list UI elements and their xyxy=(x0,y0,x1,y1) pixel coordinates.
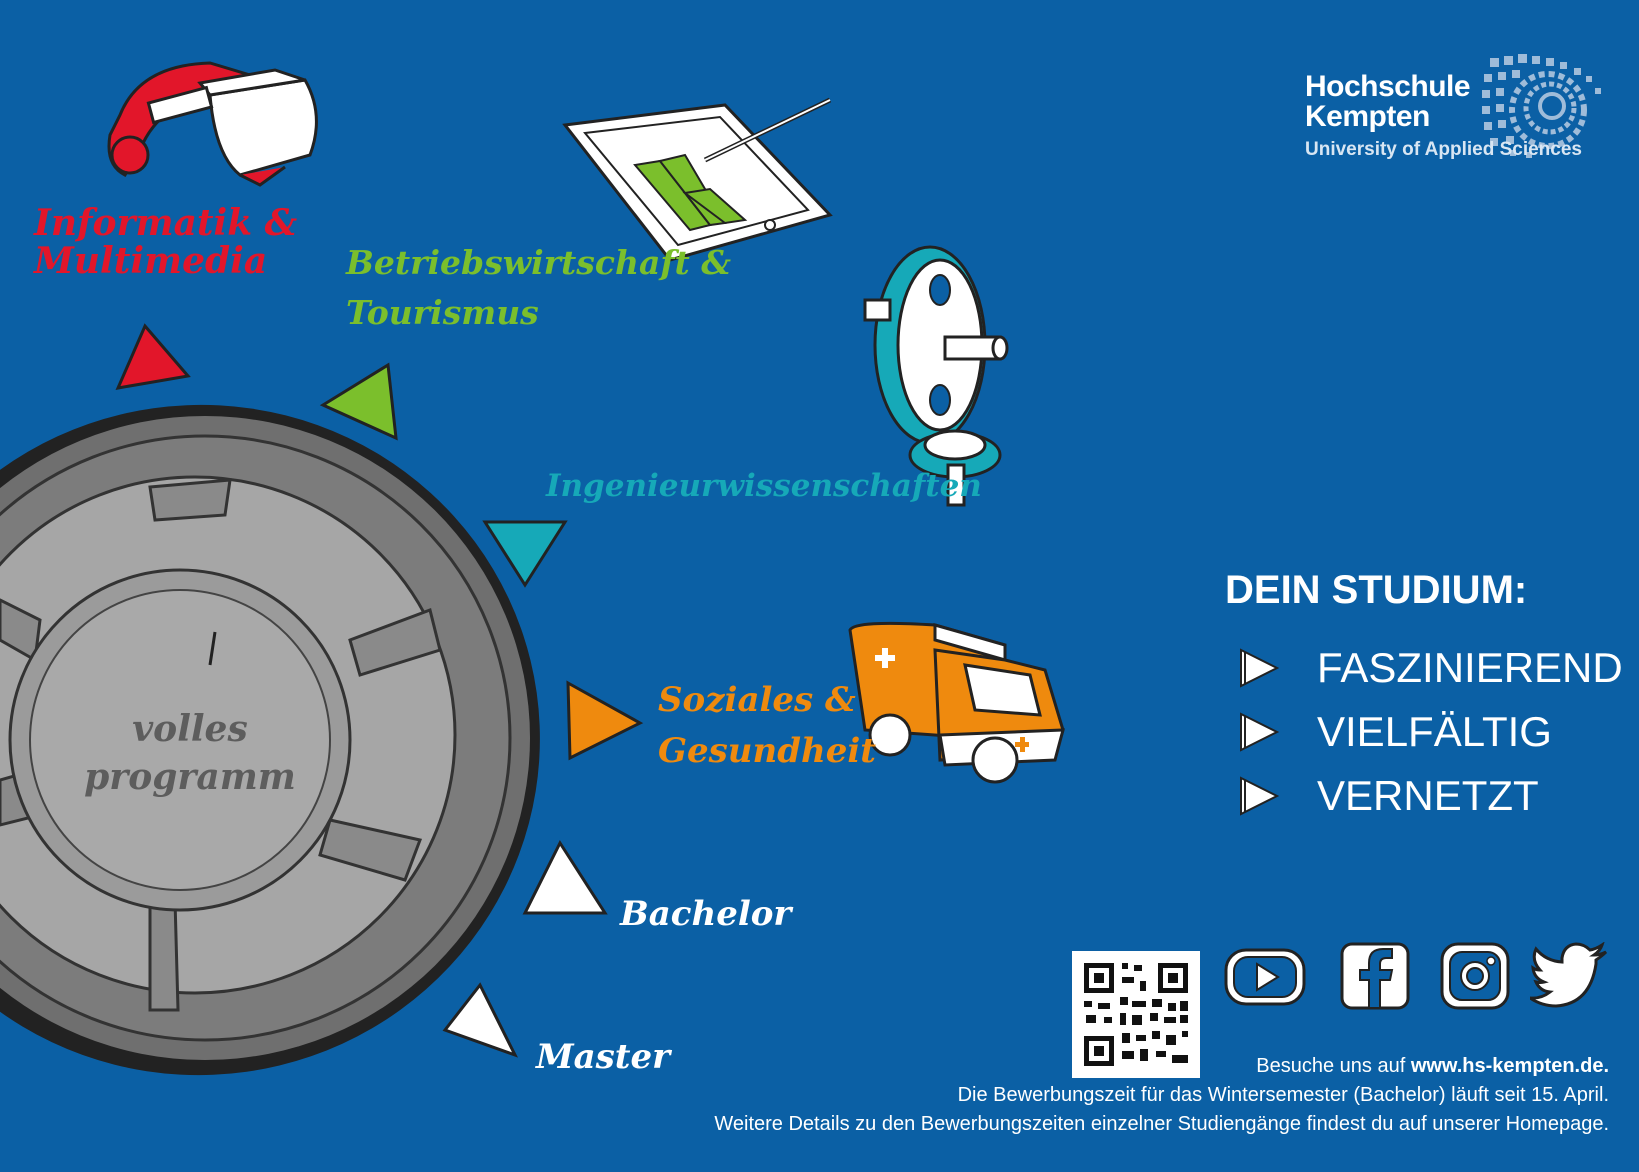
triangle-informatik xyxy=(115,323,191,390)
logo-subtitle: University of Applied Sciences xyxy=(1305,139,1582,160)
category-informatik[interactable]: Informatik & Multimedia xyxy=(34,202,298,282)
logo-name-line1: Hochschule xyxy=(1305,70,1471,103)
category-bwl-line2: Tourismus xyxy=(346,292,539,332)
footer-website-link[interactable]: www.hs-kempten.de. xyxy=(1410,1055,1609,1077)
logo-name-line2: Kempten xyxy=(1305,100,1430,133)
twitter-icon[interactable] xyxy=(1530,942,1610,1008)
feature-label: VIELFÄLTIG xyxy=(1317,708,1552,755)
feature-label: FASZINIEREND xyxy=(1317,644,1623,691)
footer-visit-prefix: Besuche uns auf xyxy=(1256,1055,1411,1077)
footer-visit: Besuche uns auf www.hs-kempten.de. xyxy=(714,1052,1609,1081)
footer: Besuche uns auf www.hs-kempten.de. Die B… xyxy=(714,1052,1609,1139)
category-bwl-line1: Betriebswirtschaft & xyxy=(346,243,732,282)
feature-item: FASZINIEREND xyxy=(1235,644,1623,692)
youtube-icon[interactable] xyxy=(1222,946,1308,1008)
category-soziales-line1: Soziales & xyxy=(658,680,856,720)
triangle-bullet-icon xyxy=(1240,648,1280,688)
feature-item: VIELFÄLTIG xyxy=(1235,708,1552,756)
category-bachelor-line1: Bachelor xyxy=(620,894,792,934)
feature-item: VERNETZT xyxy=(1235,772,1539,820)
dial-illustration xyxy=(0,404,540,1076)
dial-label-line2: programm xyxy=(84,756,296,798)
logo-name: Hochschule Kempten xyxy=(1305,70,1471,133)
vr-headset-icon xyxy=(107,61,318,187)
category-bwl[interactable]: Betriebswirtschaft & Tourismus xyxy=(346,238,731,337)
triangle-bullet-icon xyxy=(1240,712,1280,752)
category-ingenieur-line1: Ingenieurwissenschaften xyxy=(546,468,982,504)
triangle-bullet-icon xyxy=(1240,776,1280,816)
facebook-icon[interactable] xyxy=(1338,940,1412,1012)
triangle-bachelor xyxy=(522,839,608,915)
ambulance-icon xyxy=(848,621,1065,784)
category-master[interactable]: Master xyxy=(536,1037,671,1077)
qr-code[interactable] xyxy=(1072,951,1200,1078)
triangle-master xyxy=(442,982,519,1058)
dial-label: volles programm xyxy=(80,705,300,801)
category-informatik-line1: Informatik & xyxy=(34,202,298,244)
category-ingenieur[interactable]: Ingenieurwissenschaften xyxy=(546,470,982,503)
triangle-ingenieur xyxy=(482,520,568,588)
hochschule-logo-mark xyxy=(1482,54,1601,158)
footer-line2: Die Bewerbungszeit für das Wintersemeste… xyxy=(957,1084,1609,1106)
tablet-chart-icon xyxy=(562,97,833,262)
triangle-bwl xyxy=(319,362,398,441)
category-soziales-line2: Gesundheit xyxy=(658,731,876,771)
gears-icon xyxy=(863,245,1009,507)
feature-label: VERNETZT xyxy=(1317,772,1539,819)
dial-label-line1: volles xyxy=(132,708,248,750)
footer-line3: Weitere Details zu den Bewerbungszeiten … xyxy=(714,1113,1609,1135)
category-informatik-line2: Multimedia xyxy=(34,239,268,282)
category-bachelor[interactable]: Bachelor xyxy=(620,894,792,934)
category-master-line1: Master xyxy=(536,1037,671,1077)
category-soziales[interactable]: Soziales & Gesundheit xyxy=(658,675,876,777)
triangle-soziales xyxy=(566,680,644,761)
instagram-icon[interactable] xyxy=(1438,940,1512,1012)
headline: DEIN STUDIUM: xyxy=(1225,568,1528,612)
